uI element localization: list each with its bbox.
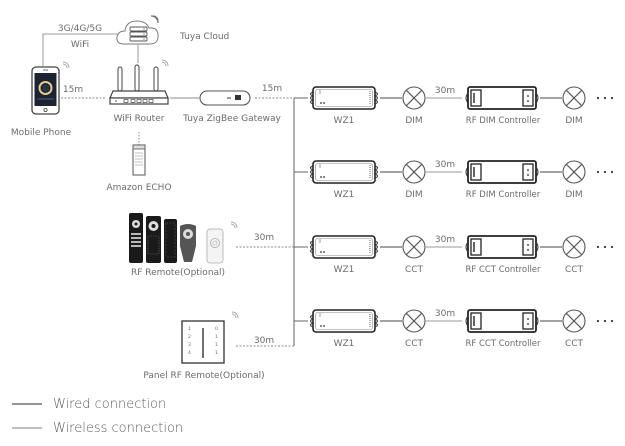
continuation-ellipsis [596,245,614,249]
module-label: WZ1 [334,116,355,126]
panel-remote-label: Panel RF Remote(Optional) [143,371,264,381]
distance-label: 30m [435,160,455,170]
light-type-label: CCT [565,339,584,349]
rf-controller-icon [465,235,539,259]
device-row: WZ1 DIM 30m RF DIM Controller DIM [309,160,614,200]
light-type-label: CCT [405,265,424,275]
distribution-bus [293,97,308,346]
panel-remote-distance: 30m [254,336,274,346]
wz1-module-icon [309,235,379,259]
legend: Wired connection Wireless connection [12,397,183,436]
echo-label: Amazon ECHO [106,183,171,193]
phone-wireless-icon [62,61,70,69]
continuation-ellipsis [596,319,614,323]
router-wireless-icon [161,59,169,67]
controller-label: RF CCT Controller [465,265,541,275]
panel-right-number: 0 [215,326,218,332]
phone-router-distance: 15m [63,85,83,95]
phone-label: Mobile Phone [11,128,72,138]
light-type-label: CCT [565,265,584,275]
cloud-wireless-icon [150,15,159,24]
legend-item-wireless: Wireless connection [12,421,183,436]
wz1-module-icon [309,160,379,184]
module-label: WZ1 [334,339,355,349]
light-type-label: DIM [565,190,582,200]
rf-controller-icon [465,160,539,184]
legend-wired-label: Wired connection [53,397,166,412]
panel-left-number: 2 [188,334,191,340]
device-row: WZ1 DIM 30m RF DIM Controller DIM [309,86,614,126]
rf-remote-distance: 30m [254,233,274,243]
cloud-icon [116,20,159,45]
panel-right-number: 1 [215,350,218,356]
wz1-module-icon [309,86,379,110]
panel-left-number: 4 [188,350,191,356]
gateway-bus-distance: 15m [262,84,282,94]
lamp-icon [402,160,426,184]
device-row: WZ1 CCT 30m RF CCT Controller CCT [309,235,614,275]
controller-label: RF DIM Controller [466,190,541,200]
distance-label: 30m [435,86,455,96]
legend-wireless-label: Wireless connection [53,421,183,436]
legend-item-wired: Wired connection [12,397,166,412]
rf-remote-label: RF Remote(Optional) [131,268,225,278]
device-row: WZ1 CCT 30m RF CCT Controller CCT [309,309,614,349]
continuation-ellipsis [596,96,614,100]
mobile-phone-icon [31,66,60,115]
panel-right-number: 1 [215,334,218,340]
continuation-ellipsis [596,170,614,174]
panel-right-number: 1 [215,342,218,348]
light-type-label: DIM [405,190,422,200]
controller-label: RF CCT Controller [465,339,541,349]
light-type-label: DIM [565,116,582,126]
phone-cloud-connection [42,33,118,66]
lamp-icon [402,235,426,259]
light-type-label: CCT [405,339,424,349]
rf-remote-wireless-icon [230,221,238,229]
light-type-label: DIM [405,116,422,126]
lamp-icon [562,235,586,259]
panel-remote-icon: 1 2 3 4 0 1 1 1 [181,320,225,364]
wz1-module-icon [309,309,379,333]
network-label-line2: WiFi [71,40,89,50]
network-label-line1: 3G/4G/5G [58,24,102,34]
zigbee-gateway-icon [199,90,251,106]
panel-left-number: 1 [188,326,191,332]
lamp-icon [562,160,586,184]
wifi-router-icon [109,64,169,105]
gateway-label: Tuya ZigBee Gateway [182,114,281,124]
distance-label: 30m [435,309,455,319]
router-label: WiFi Router [114,114,165,124]
lamp-icon [562,309,586,333]
lamp-icon [402,309,426,333]
amazon-echo-icon [132,144,146,176]
controller-label: RF DIM Controller [466,116,541,126]
panel-left-number: 3 [188,342,191,348]
rf-remotes-icon [129,213,224,264]
panel-remote-wireless-icon [231,311,239,319]
rf-controller-icon [465,86,539,110]
module-label: WZ1 [334,190,355,200]
cloud-label: Tuya Cloud [179,32,229,42]
module-label: WZ1 [334,265,355,275]
distance-label: 30m [435,235,455,245]
rf-controller-icon [465,309,539,333]
lamp-icon [562,86,586,110]
lamp-icon [402,86,426,110]
